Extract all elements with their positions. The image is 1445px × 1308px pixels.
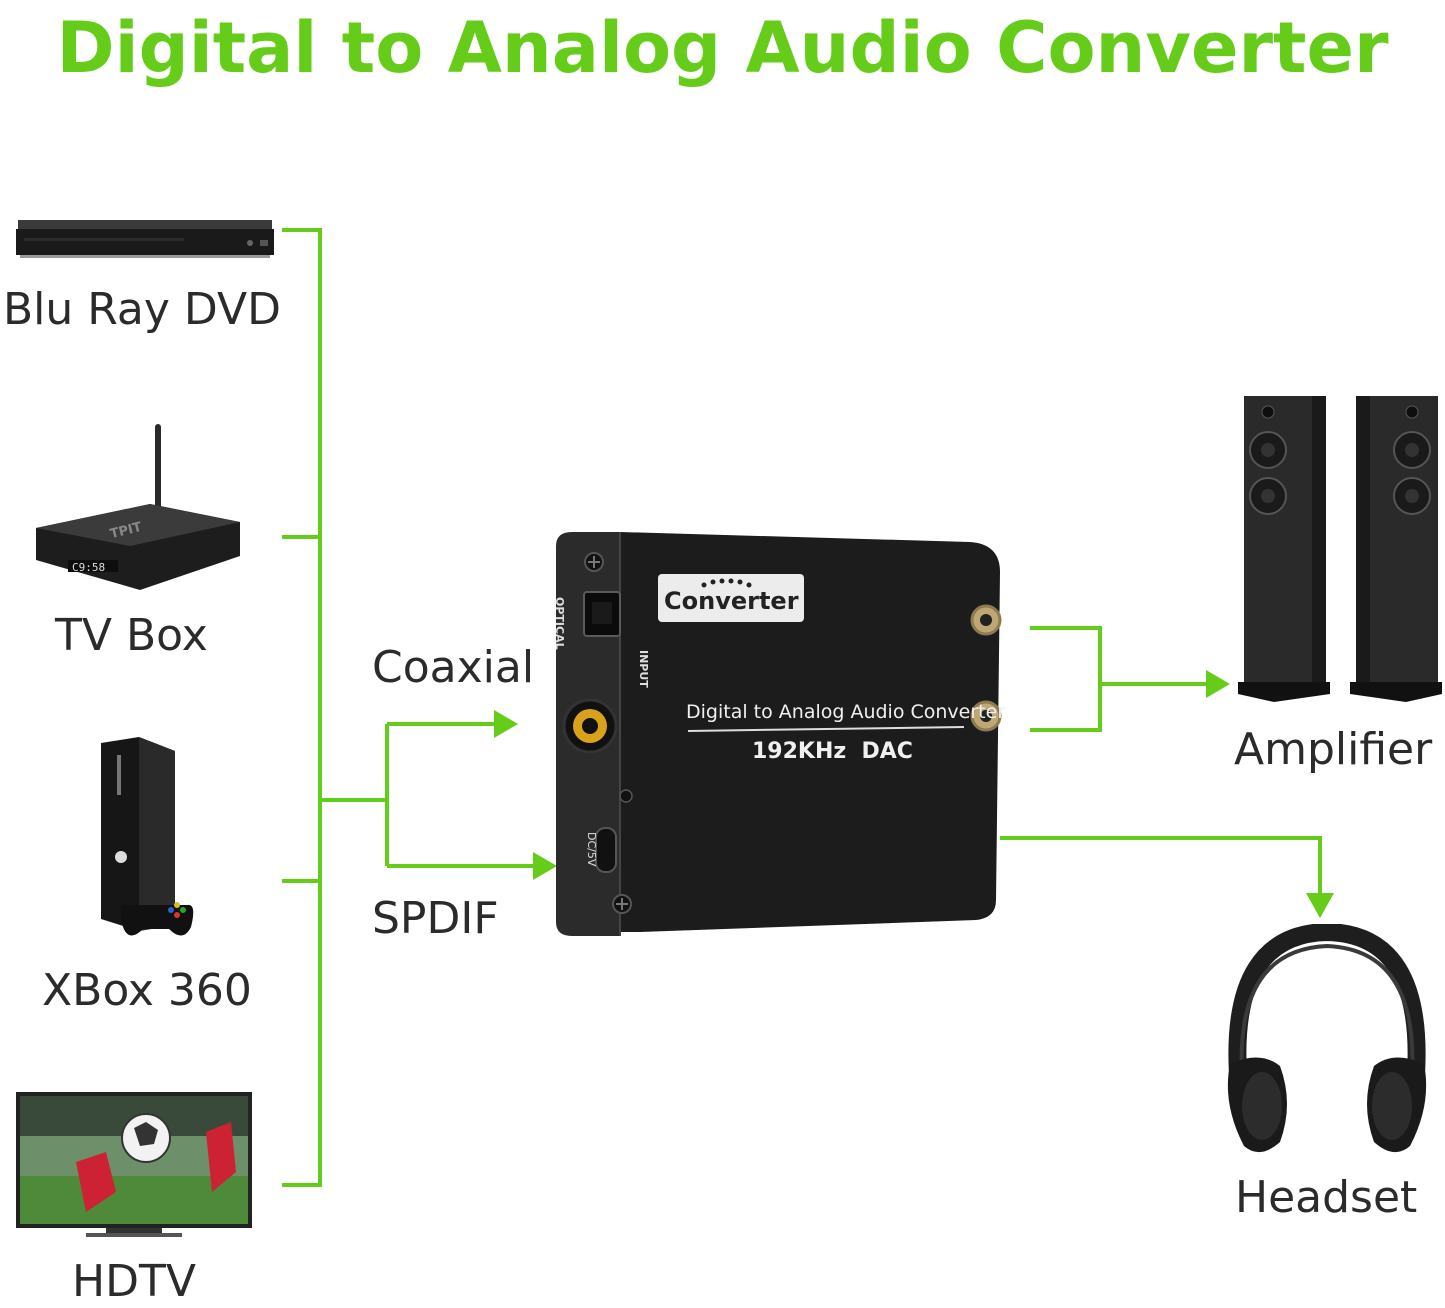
speaker-left xyxy=(1238,396,1330,702)
source-bus-line xyxy=(282,228,322,1187)
input-label-spdif: SPDIF xyxy=(372,893,499,944)
amp-bracket-wire xyxy=(1030,626,1102,732)
page-title: Digital to Analog Audio Converter xyxy=(56,7,1389,89)
source-label-hdtv: HDTV xyxy=(72,1256,196,1307)
output-label-headset: Headset xyxy=(1235,1172,1418,1223)
source-label-blu-ray: Blu Ray DVD xyxy=(3,284,281,335)
source-label-xbox-360: XBox 360 xyxy=(42,965,252,1016)
spdif-arrow xyxy=(533,852,557,880)
port-label-optical: OPTICAL xyxy=(553,597,566,650)
output-label-amplifier: Amplifier xyxy=(1234,724,1433,775)
amp-arrow xyxy=(1206,670,1230,698)
xbox-360-icon xyxy=(101,737,194,936)
power-led xyxy=(619,789,633,803)
power-port xyxy=(595,827,617,873)
headset-arrow xyxy=(1306,893,1334,918)
headphones-icon xyxy=(1227,924,1427,1153)
port-label-input: INPUT xyxy=(637,650,650,688)
converter-brand: Converter xyxy=(664,587,799,615)
converter-device xyxy=(556,532,1002,936)
speakers-icon xyxy=(1238,396,1442,702)
coaxial-arrow xyxy=(494,710,518,738)
converter-brand-badge xyxy=(658,574,804,622)
port-label-power: DC/5V xyxy=(585,832,598,867)
converter-spec: 192KHz DAC xyxy=(752,739,913,764)
input-label-coaxial: Coaxial xyxy=(372,642,535,693)
tv-box-icon: TPIT C9:58 xyxy=(36,424,240,590)
headset-wire xyxy=(1000,836,1322,898)
svg-text:C9:58: C9:58 xyxy=(72,561,105,574)
hdtv-icon xyxy=(16,1092,252,1237)
blu-ray-player-icon xyxy=(16,220,274,258)
source-label-tv-box: TV Box xyxy=(55,610,208,661)
speaker-right xyxy=(1350,396,1442,702)
converter-name: Digital to Analog Audio Converter xyxy=(686,701,1006,723)
